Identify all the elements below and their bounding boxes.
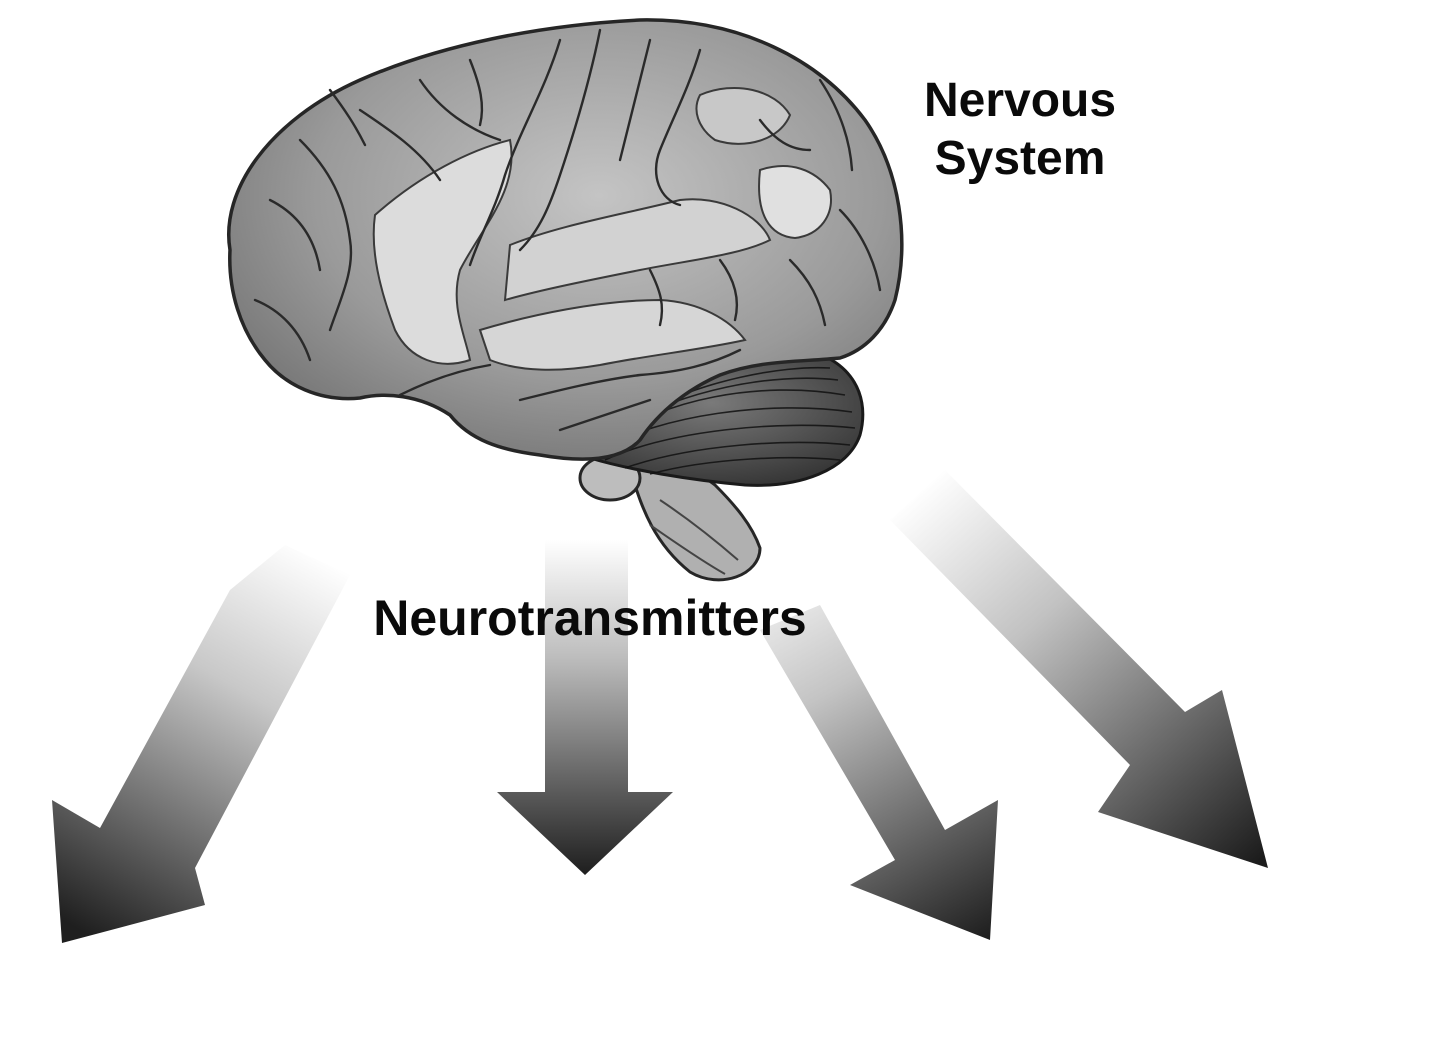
neurotransmitters-label: Neurotransmitters <box>373 590 807 646</box>
nervous-system-line-2: System <box>934 131 1106 185</box>
arrows-group <box>52 470 1268 943</box>
arrow-right <box>760 605 998 940</box>
arrow-center <box>497 540 673 875</box>
arrow-left <box>52 545 350 943</box>
nervous-system-line-1: Nervous <box>923 74 1117 127</box>
brain-icon <box>227 18 904 582</box>
arrow-far-right <box>890 470 1268 868</box>
nervous-system-label: Nervous System <box>890 72 1150 187</box>
